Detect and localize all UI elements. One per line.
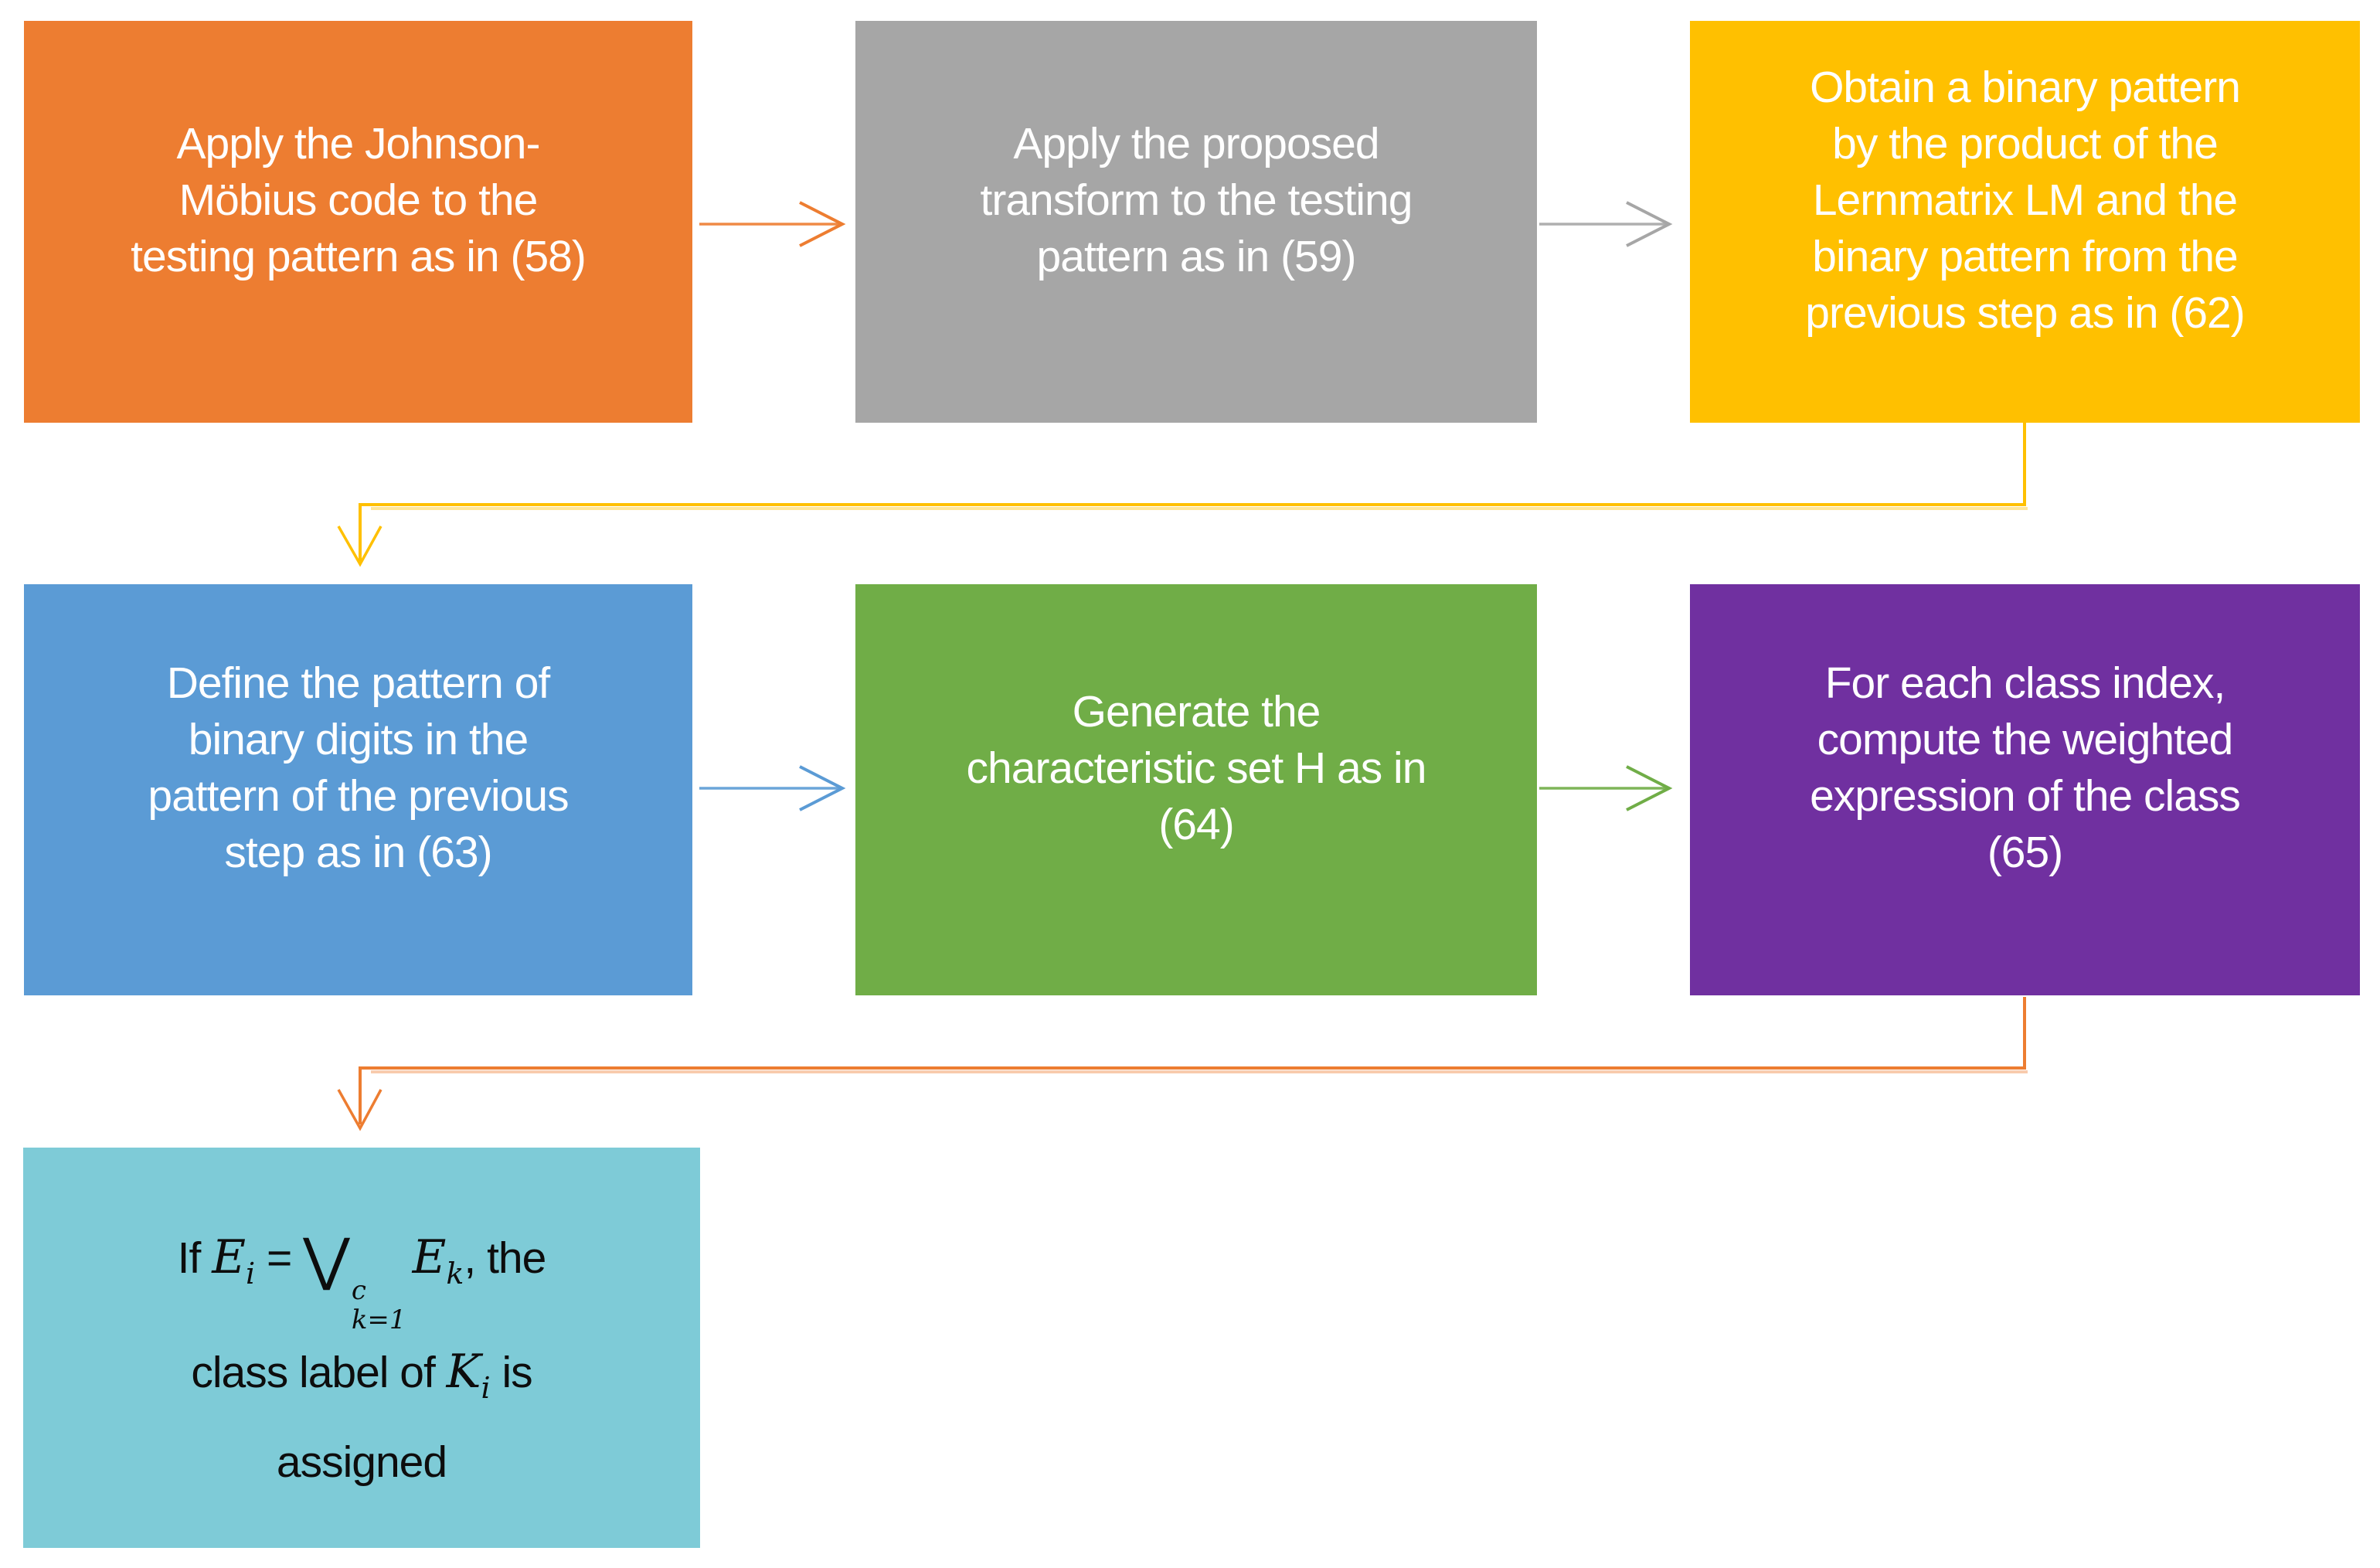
step-binary-pattern-product: Obtain a binary pattern by the product o… xyxy=(1690,21,2360,423)
arrow-right-icon xyxy=(799,201,846,247)
arrow-down-icon xyxy=(337,1089,382,1131)
connector-step6-step7 xyxy=(337,997,2028,1131)
step-text: Obtain a binary pattern by the product o… xyxy=(1805,62,2245,338)
step-text: Apply the Johnson- Möbius code to the te… xyxy=(131,118,586,281)
step-johnson-mobius-code: Apply the Johnson- Möbius code to the te… xyxy=(24,21,692,423)
step-proposed-transform: Apply the proposed transform to the test… xyxy=(855,21,1537,423)
arrow-down-icon xyxy=(337,526,382,567)
arrow-right-icon xyxy=(1626,765,1673,811)
step-weighted-expression: For each class index, compute the weight… xyxy=(1690,584,2360,995)
connector-step2-step3 xyxy=(1539,201,1673,247)
step-text: Define the pattern of binary digits in t… xyxy=(148,658,569,877)
step-define-binary-digits: Define the pattern of binary digits in t… xyxy=(24,584,692,995)
step-characteristic-set: Generate the characteristic set H as in … xyxy=(855,584,1537,995)
connector-elbow-line xyxy=(359,997,2026,1124)
connector-step1-step2 xyxy=(699,201,846,247)
step-text: Generate the characteristic set H as in … xyxy=(966,686,1427,849)
arrow-right-icon xyxy=(799,765,846,811)
connector-step3-step4 xyxy=(337,422,2028,567)
connector-step4-step5 xyxy=(699,765,846,811)
step-text: Apply the proposed transform to the test… xyxy=(980,118,1413,281)
connector-step5-step6 xyxy=(1539,765,1673,811)
connector-elbow-line xyxy=(359,422,2026,561)
step-text: For each class index, compute the weight… xyxy=(1810,658,2241,877)
arrow-right-icon xyxy=(1626,201,1673,247)
